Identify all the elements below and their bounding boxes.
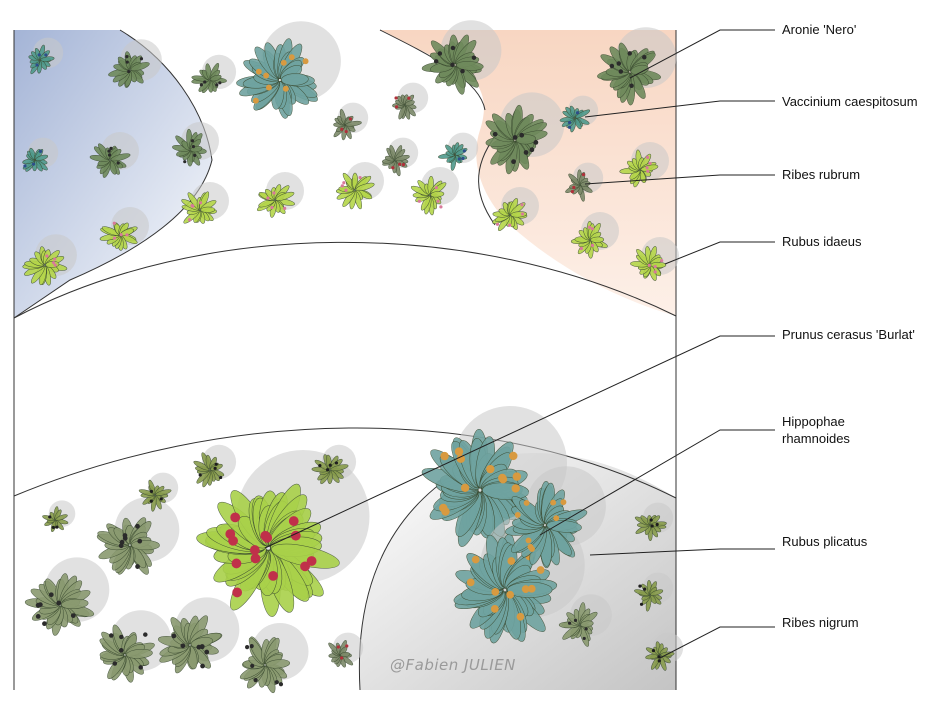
leader-rubus-idaeus xyxy=(664,241,775,265)
plant-rubus-plicatus xyxy=(157,597,240,674)
leader-prunus xyxy=(264,335,775,549)
label-aronie: Aronie 'Nero' xyxy=(782,21,856,38)
label-rubus-plicatus: Rubus plicatus xyxy=(782,533,867,550)
plant-aronie xyxy=(421,20,502,95)
label-rubus-idaeus: Rubus idaeus xyxy=(782,233,862,250)
plant-rubus-idaeus xyxy=(492,187,539,232)
label-line: Prunus cerasus 'Burlat' xyxy=(782,327,915,342)
plant-ribes-nigrum xyxy=(311,444,357,485)
leader-hippophae xyxy=(539,429,775,536)
label-vaccinium: Vaccinium caespitosum xyxy=(782,93,918,110)
plant-rubus-plicatus xyxy=(99,610,172,683)
plant-ribes-nigrum xyxy=(42,500,76,533)
plant-aronie xyxy=(172,122,219,167)
plant-ribes-nigrum xyxy=(634,572,674,612)
label-line: rhamnoides xyxy=(782,431,850,446)
plant-ribes-rubrum xyxy=(328,632,364,668)
leader-ribes-nigrum xyxy=(659,626,775,659)
plant-hippophae-top xyxy=(236,21,341,119)
leader-aronie xyxy=(629,29,775,79)
plant-aronie xyxy=(597,27,677,106)
label-line: Ribes rubrum xyxy=(782,167,861,182)
label-line: Rubus plicatus xyxy=(782,534,868,549)
plant-rubus-plicatus xyxy=(239,623,309,694)
plant-rubus-idaeus xyxy=(22,234,77,286)
label-line: Ribes nigrum xyxy=(782,615,859,630)
plant-hippophae xyxy=(505,466,606,569)
plant-ribes-rubrum xyxy=(392,82,429,120)
plant-rubus-idaeus xyxy=(410,167,459,216)
label-line: Vaccinium caespitosum xyxy=(782,94,918,109)
leader-vaccinium xyxy=(584,100,775,118)
plant-ribes-rubrum xyxy=(381,137,419,177)
plant-aronie xyxy=(108,39,162,88)
plant-hippophae xyxy=(453,513,585,644)
plant-rubus-idaeus xyxy=(630,237,679,281)
plant-rubus-idaeus xyxy=(335,162,384,210)
label-ribes-nigrum: Ribes nigrum xyxy=(782,614,859,631)
plant-ribes-nigrum xyxy=(634,502,674,542)
label-ribes-rubrum: Ribes rubrum xyxy=(782,166,860,183)
plant-aronie xyxy=(191,54,237,94)
plant-rubus-plicatus xyxy=(24,557,110,636)
credit: @Fabien JULIEN xyxy=(390,656,516,674)
plant-ribes-rubrum xyxy=(565,162,604,202)
plant-ribes-nigrum xyxy=(645,632,684,671)
plant-ribes-nigrum xyxy=(138,472,179,512)
plant-ribes-nigrum xyxy=(193,444,237,488)
label-hippophae: Hippophae rhamnoides xyxy=(782,413,850,447)
plant-vaccinium xyxy=(22,137,59,172)
plant-rubus-plicatus xyxy=(558,594,612,647)
plant-aronie xyxy=(89,132,139,178)
plant-aronie xyxy=(485,92,565,175)
plant-vaccinium xyxy=(438,132,479,171)
label-line: Aronie 'Nero' xyxy=(782,22,857,37)
plant-rubus-idaeus xyxy=(99,207,149,251)
plant-rubus-plicatus xyxy=(96,497,180,575)
label-line: Rubus idaeus xyxy=(782,234,862,249)
leader-lines xyxy=(264,29,775,659)
plants xyxy=(22,20,684,694)
label-prunus: Prunus cerasus 'Burlat' xyxy=(782,326,915,343)
plant-rubus-idaeus xyxy=(256,172,304,218)
plant-prunus xyxy=(196,450,370,617)
leader-rubus-plicatus xyxy=(589,548,775,556)
plant-rubus-idaeus xyxy=(570,212,619,259)
label-line: Hippophae xyxy=(782,414,845,429)
leader-ribes-rubrum xyxy=(584,174,775,185)
plant-vaccinium xyxy=(28,37,64,75)
plant-ribes-rubrum xyxy=(333,102,369,141)
plant-rubus-idaeus xyxy=(619,142,669,188)
plant-rubus-idaeus xyxy=(181,182,229,224)
plant-vaccinium xyxy=(559,95,599,133)
